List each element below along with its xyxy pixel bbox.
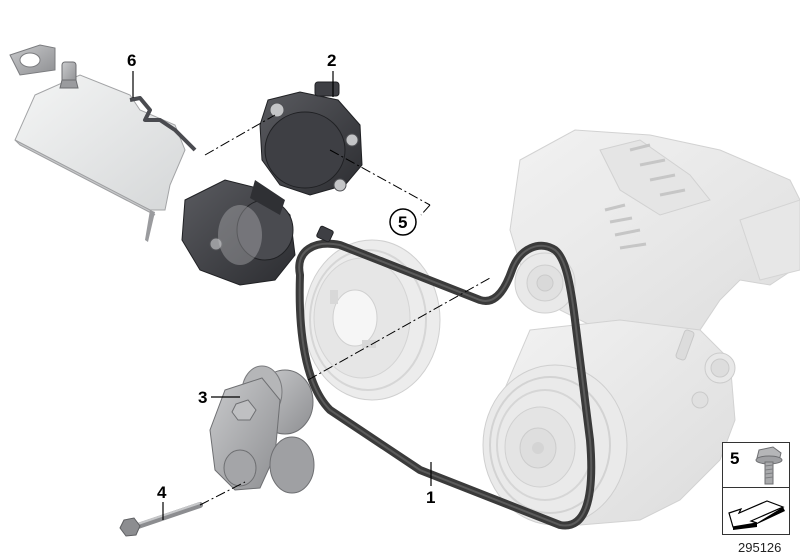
callout-3[interactable]: 3 bbox=[198, 388, 208, 407]
heat-shield-bracket bbox=[9, 44, 197, 242]
figure-id: 295126 bbox=[738, 540, 782, 555]
bolt bbox=[119, 502, 203, 537]
assembly-lines bbox=[199, 114, 491, 506]
callout-4[interactable]: 4 bbox=[157, 483, 167, 502]
alternator-ghost bbox=[509, 129, 800, 341]
callout-5[interactable]: 5 bbox=[398, 213, 408, 232]
belt-ribs bbox=[298, 242, 593, 527]
legend-box: 5 bbox=[722, 442, 790, 535]
legend-item-5[interactable]: 5 bbox=[723, 443, 789, 488]
tensioning-pulley bbox=[209, 365, 315, 494]
callout-6[interactable]: 6 bbox=[127, 51, 137, 70]
crankshaft-pulley bbox=[303, 239, 441, 401]
callout-5-circle bbox=[389, 208, 417, 236]
belt-tensioner bbox=[181, 81, 363, 286]
arrow-down-left-icon bbox=[728, 500, 785, 530]
hex-flange-bolt-icon bbox=[755, 446, 783, 485]
callout-leaders bbox=[132, 71, 432, 520]
callout-1[interactable]: 1 bbox=[426, 488, 436, 507]
legend-item-number: 5 bbox=[730, 449, 740, 468]
bracket-stud bbox=[59, 61, 79, 89]
callout-2[interactable]: 2 bbox=[327, 51, 337, 70]
